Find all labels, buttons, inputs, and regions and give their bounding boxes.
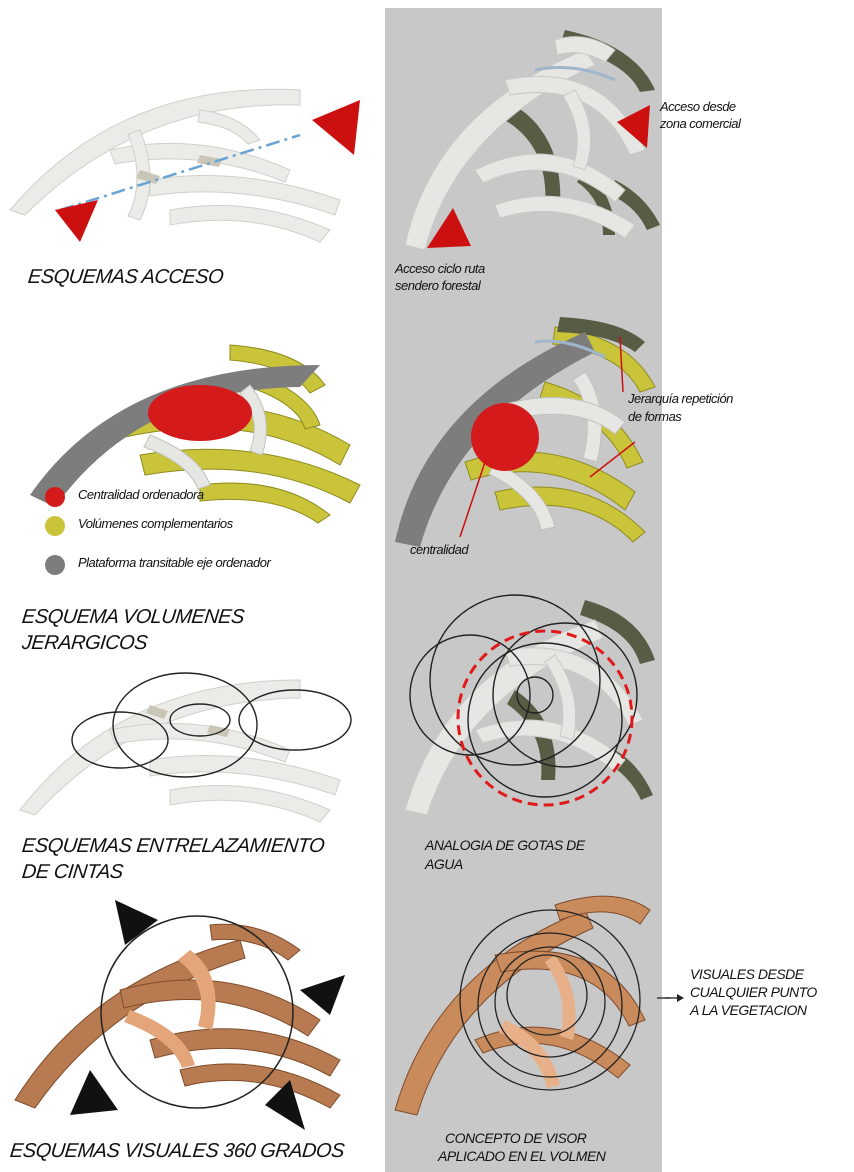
interlacing-title-1: ESQUEMAS ENTRELAZAMIENTO <box>21 835 326 858</box>
access-arrow-icon <box>312 100 360 155</box>
note-commercial-access-2: zona comercial <box>660 117 740 132</box>
legend-label-centrality: Centralidad ordenadora <box>78 488 204 503</box>
centrality-circle <box>471 403 539 471</box>
viewer-side-note-1: VISUALES DESDE <box>690 966 804 982</box>
note-hierarchy-1: Jerarquía repetición <box>628 392 733 407</box>
note-bike-access-2: sendero forestal <box>395 279 480 294</box>
note-commercial-access-1: Acceso desde <box>660 100 736 115</box>
legend-label-platform: Plataforma transitable eje ordenador <box>78 556 270 571</box>
legend-label-complementary: Volúmenes complementarios <box>78 517 233 532</box>
ribbon-ellipse <box>239 690 351 750</box>
visuals-360-left-drawing <box>0 890 380 1130</box>
viewpoint-arrow-icon <box>300 975 345 1015</box>
viewer-concept-right-drawing <box>385 880 675 1130</box>
viewer-side-note-2: CUALQUIER PUNTO <box>690 984 817 1000</box>
viewer-concept-title-1: CONCEPTO DE VISOR <box>445 1130 586 1146</box>
access-scheme-left-drawing <box>0 60 380 260</box>
access-scheme-title: ESQUEMAS ACCESO <box>27 266 225 289</box>
water-drops-right-drawing <box>385 580 665 830</box>
interlacing-scheme-left-drawing <box>0 650 380 830</box>
access-arrow-icon <box>55 200 98 242</box>
water-drop-circle <box>517 677 553 713</box>
legend-red-icon <box>45 487 65 507</box>
centrality-ellipse <box>148 385 252 441</box>
access-scheme-right-drawing <box>385 20 665 265</box>
water-drops-title-1: ANALOGIA DE GOTAS DE <box>425 837 585 853</box>
viewer-side-note-3: A LA VEGETACION <box>690 1002 806 1018</box>
water-drops-title-2: AGUA <box>425 856 463 872</box>
viewer-concept-title-2: APLICADO EN EL VOLMEN <box>438 1148 605 1164</box>
interlacing-title-2: DE CINTAS <box>21 861 124 884</box>
viewpoint-arrow-icon <box>70 1070 118 1115</box>
note-hierarchy-2: de formas <box>628 410 681 425</box>
note-bike-access-1: Acceso ciclo ruta <box>395 262 485 277</box>
note-centrality: centralidad <box>410 543 468 558</box>
volumes-scheme-right-drawing <box>385 312 665 567</box>
visuals-360-title: ESQUEMAS VISUALES 360 GRADOS <box>9 1140 345 1163</box>
arrow-right-icon <box>665 991 685 1005</box>
volumes-scheme-title-1: ESQUEMA VOLUMENES <box>21 606 245 629</box>
legend-gray-icon <box>45 555 65 575</box>
legend-yellow-icon <box>45 516 65 536</box>
